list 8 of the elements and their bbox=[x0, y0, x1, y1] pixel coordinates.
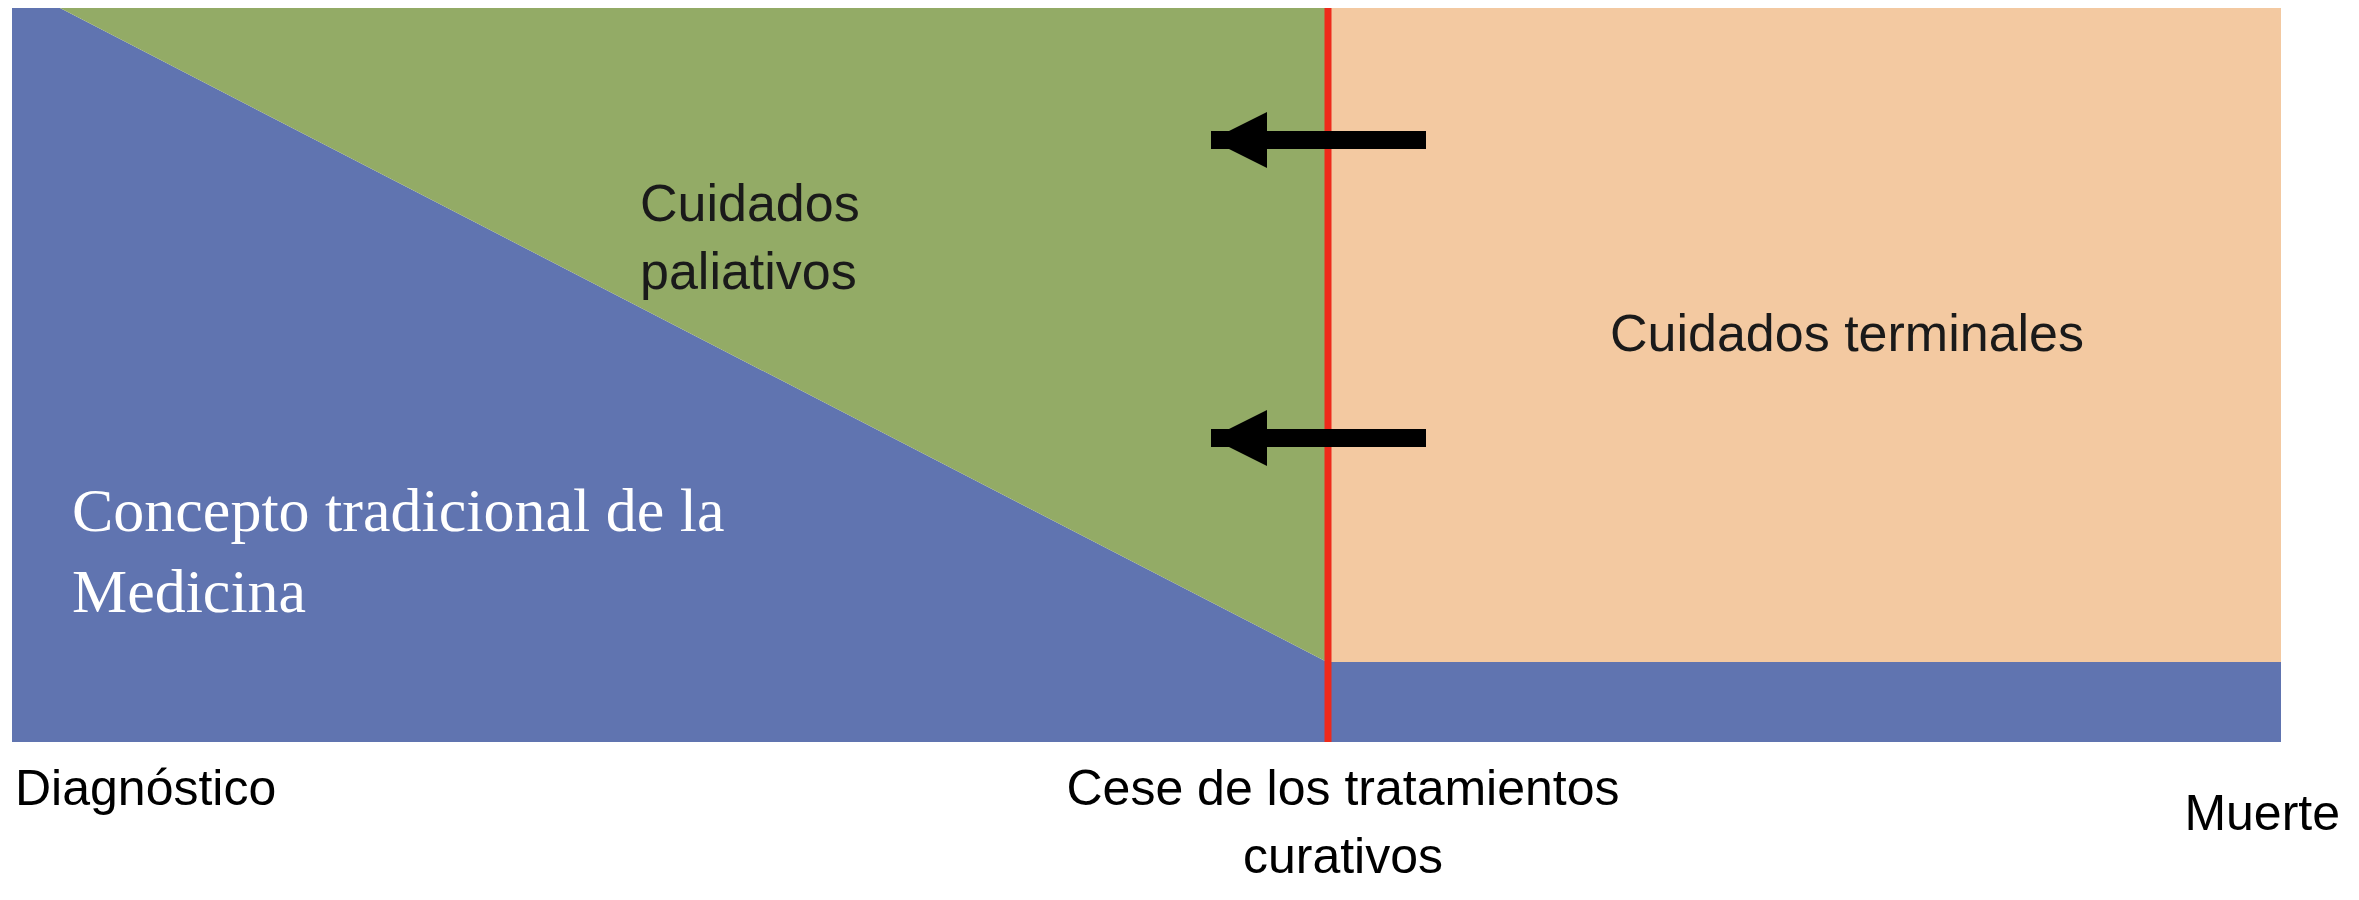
arrow bbox=[1211, 410, 1426, 466]
timeline-label: Diagnóstico bbox=[15, 759, 278, 818]
region-label: Concepto tradicional de la Medicina bbox=[72, 475, 726, 627]
region-label: Cuidados paliativos bbox=[640, 173, 861, 302]
timeline-label: Muerte bbox=[2183, 784, 2340, 843]
region-label: Cuidados terminales bbox=[1610, 303, 2086, 364]
timeline-label: Cese de los tratamientos curativos bbox=[1065, 759, 1621, 886]
arrow bbox=[1211, 112, 1426, 168]
